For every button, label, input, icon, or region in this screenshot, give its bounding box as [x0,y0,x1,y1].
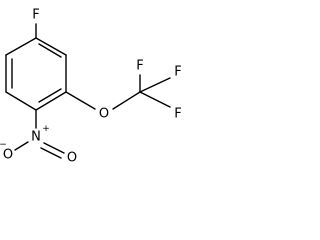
ring-bond [5,91,37,111]
c-f-bond-bottom [139,91,171,108]
ring-bond [35,91,67,111]
n-o-double-bond [40,147,62,159]
ring-bond [35,37,67,56]
c-o-bond [65,91,96,110]
fluorine-atom-ring: F [32,8,39,23]
fluorine-atom-cf3-bottom: F [174,107,181,122]
oxygen-negative-charge: − [0,140,7,150]
chemical-structure: F O F F F N + O − O [0,8,182,166]
ring-double-bond [38,43,62,58]
nitro-oxygen-atom-left: O [3,148,13,163]
n-o-single-bond [14,141,29,151]
fluorine-atom-cf3-right: F [174,65,181,80]
ring-bond [5,37,37,56]
n-o-double-bond [43,142,65,154]
nitrogen-atom: N [31,130,41,145]
nitrogen-positive-charge: + [42,124,50,134]
benzene-ring [5,37,67,111]
ring-double-bond [38,88,62,103]
c-f-bond-right [139,77,171,93]
nitro-oxygen-atom-bottom: O [67,151,77,166]
ether-oxygen-atom: O [99,107,109,122]
o-c-bond [112,91,141,110]
fluorine-atom-cf3-top: F [136,59,143,74]
